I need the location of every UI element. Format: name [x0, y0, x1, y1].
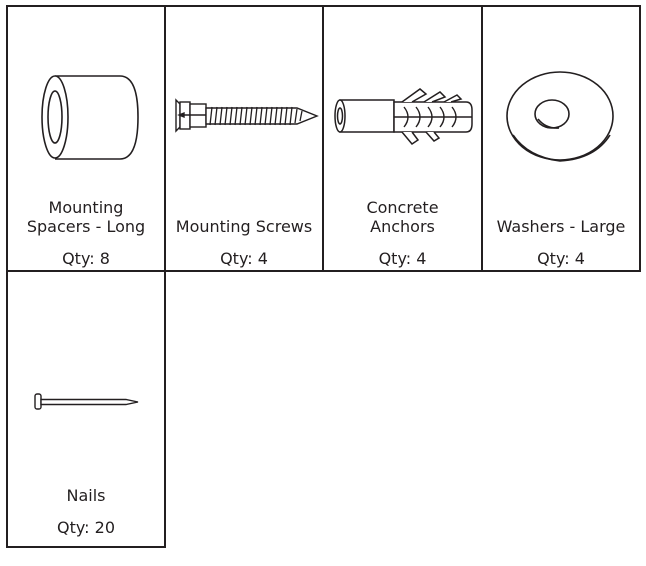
anchor-icon [334, 88, 473, 145]
item-name: Washers - Large [496, 217, 626, 236]
hardware-item-spacers: Mounting Spacers - Long Qty: 8 [6, 5, 166, 272]
hardware-item-anchors: Concrete Anchors Qty: 4 [322, 5, 483, 272]
item-name-line2: Spacers - Long [26, 217, 146, 236]
washer-icon [506, 71, 614, 162]
nail-icon [34, 393, 139, 410]
item-name-line1: Mounting [48, 198, 124, 217]
item-qty: Qty: 4 [220, 249, 268, 268]
item-qty: Qty: 8 [62, 249, 110, 268]
hardware-item-screws: Mounting Screws Qty: 4 [164, 5, 324, 272]
item-name: Mounting Screws [175, 217, 313, 236]
item-qty: Qty: 4 [537, 249, 585, 268]
item-name-line2: Anchors [370, 217, 435, 236]
item-name: Nails [66, 486, 106, 505]
hardware-item-washers: Washers - Large Qty: 4 [481, 5, 641, 272]
spacer-icon [41, 75, 139, 160]
item-name-line1: Concrete [366, 198, 439, 217]
screw-icon [175, 98, 319, 133]
item-qty: Qty: 4 [378, 249, 427, 268]
item-qty: Qty: 20 [56, 518, 115, 537]
hardware-item-nails: Nails Qty: 20 [6, 270, 166, 548]
